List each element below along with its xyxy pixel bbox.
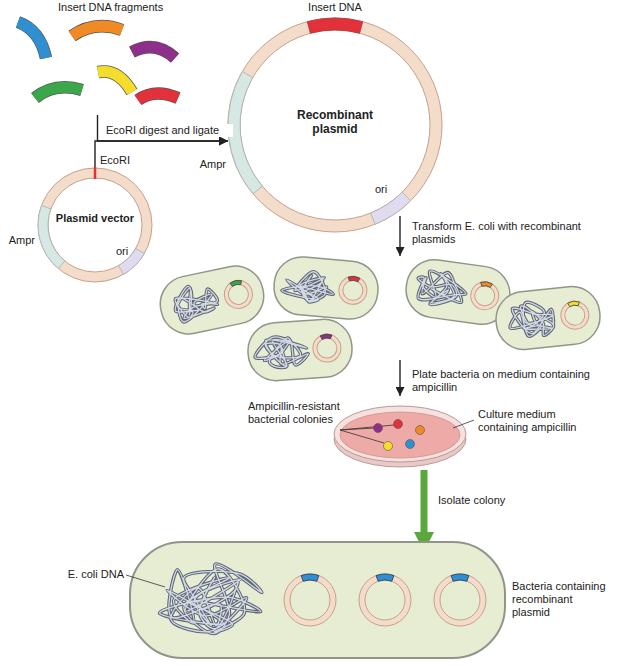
dna-fragment (35, 87, 82, 98)
plasmid-ring (312, 333, 342, 363)
transformed-bacterium (246, 317, 354, 382)
dna-fragments: Insert DNA fragments (10, 0, 185, 115)
chromosome-dna (171, 281, 220, 323)
insert-dna (480, 281, 492, 288)
chromosome-dna-highlight (254, 335, 309, 370)
bacterium-cell (246, 317, 354, 382)
transformed-bacterium (155, 261, 269, 339)
bacterium-cell (272, 255, 381, 322)
chromosome-dna (159, 564, 261, 634)
node-text: EcoRI (100, 154, 144, 167)
process-arrow (399, 216, 400, 256)
insert-dna (301, 574, 319, 581)
plasmid-ring (222, 278, 255, 311)
insert-dna (451, 574, 469, 581)
node-text: ori (371, 183, 391, 196)
dna-fragment (132, 47, 175, 58)
bacterial-colony (384, 442, 393, 451)
chromosome-dna-highlight (508, 300, 555, 339)
bacterial-colony (416, 426, 425, 435)
node-text: ori (112, 245, 132, 258)
process-arrow (399, 360, 400, 396)
node-shape (38, 168, 152, 282)
bacterial-colony (374, 424, 383, 433)
recombinant-plasmid: Insert DNARecombinant plasmidAmprori (228, 18, 442, 232)
chromosome-dna (254, 335, 309, 370)
ori-region (371, 192, 411, 224)
edge-label: EcoRI digest and ligate (104, 124, 233, 137)
transformed-bacterium (493, 284, 602, 353)
dna-fragment-outline (98, 71, 132, 92)
node-text: E. coli DNA (54, 568, 124, 581)
chromosome-dna (508, 300, 555, 339)
dna-fragment (98, 71, 132, 92)
plasmid-ring (228, 18, 442, 232)
dna-fragment (138, 93, 178, 100)
plasmid-ring (434, 574, 486, 626)
plasmid-ring (284, 574, 336, 626)
plasmid-ring (469, 280, 501, 312)
node-text: Ampicillin-resistant bacterial colonies (248, 400, 348, 426)
node-text: Culture medium containing ampicillin (478, 408, 596, 434)
step-label: Transform E. coli with recombinant plasm… (410, 220, 606, 246)
dna-fragment-outline (72, 26, 122, 36)
chromosome-dna-highlight (159, 564, 261, 634)
petri-dish: Ampicillin-resistant bacterial colonies C… (248, 398, 600, 470)
chromosome-dna (281, 269, 335, 304)
node-text: Ampr (197, 158, 226, 171)
chromosome-dna (415, 269, 469, 310)
insert-dna (307, 18, 362, 33)
bacterial-colony (406, 440, 415, 449)
plasmid-vector: Plasmid vectorEcoRIAmprori (38, 168, 152, 282)
chromosome-dna-highlight (415, 269, 469, 310)
insert-dna (320, 334, 332, 340)
edge-label: Isolate colony (436, 494, 530, 507)
node-shape (10, 0, 185, 115)
insert-dna (230, 279, 243, 286)
insert-dna (376, 574, 394, 581)
bacterium-cell (155, 261, 269, 339)
node-text: Plasmid vector (55, 212, 135, 225)
plasmid-ring (338, 275, 368, 305)
insert-dna (568, 301, 580, 307)
dna-fragment (72, 26, 122, 36)
plasmid-ring (559, 300, 590, 331)
transformed-bacterium (272, 255, 381, 322)
culture-medium (340, 412, 460, 458)
dna-fragment-outline (132, 47, 175, 58)
chromosome-dna-highlight (281, 269, 335, 304)
ecori-site (94, 167, 97, 179)
bacterial-colony (394, 420, 403, 429)
plasmid-ring (359, 574, 411, 626)
node-text: Bacteria containing recombinant plasmid (512, 580, 612, 620)
leader-line (340, 425, 394, 430)
node-shape (130, 542, 505, 658)
node-text: Recombinant plasmid (280, 108, 390, 137)
dna-fragment-outline (138, 93, 178, 100)
insert-dna (348, 276, 360, 282)
chromosome-dna-highlight (171, 281, 220, 323)
dna-fragment (18, 22, 46, 58)
leader-line (453, 420, 474, 428)
plasmid-ring (38, 168, 152, 282)
dish-rim (334, 406, 466, 462)
host-bacterium: E. coli DNABacteria containing recombina… (130, 542, 505, 658)
bacterium-cell (493, 284, 602, 353)
dna-fragment-outline (18, 22, 46, 58)
process-arrow (421, 470, 428, 532)
step-label: Plate bacteria on medium containing ampi… (410, 368, 606, 394)
node-text: Insert DNA (288, 1, 382, 14)
ampr-gene (228, 72, 262, 194)
dna-fragment-outline (35, 87, 82, 98)
node-text: Ampr (5, 234, 35, 247)
bacterium-cell (130, 542, 505, 658)
leader-line (126, 575, 165, 587)
node-text: Insert DNA fragments (58, 1, 183, 14)
